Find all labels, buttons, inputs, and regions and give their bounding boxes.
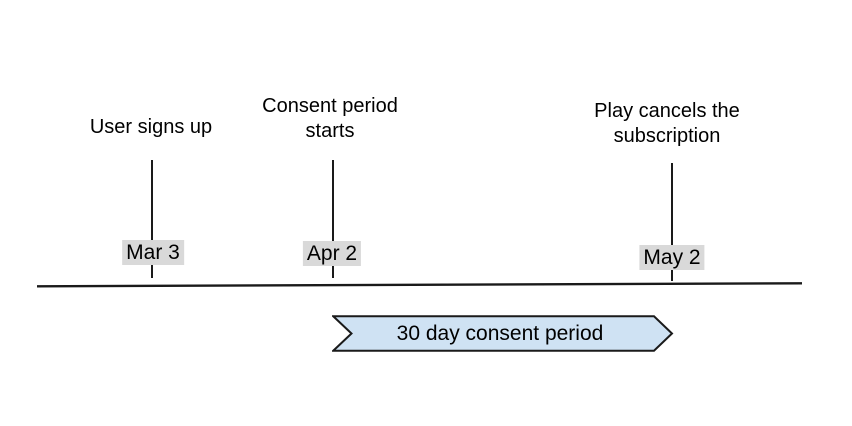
event-tick-line-mar3	[151, 160, 153, 278]
consent-period-banner: 30 day consent period	[332, 315, 674, 352]
event-label-consent-period-starts: Consent period starts	[262, 95, 398, 142]
banner-label: 30 day consent period	[396, 321, 604, 345]
date-badge-may2: May 2	[639, 245, 705, 270]
date-badge-mar3: Mar 3	[122, 240, 184, 265]
event-tick-line-apr2	[332, 160, 334, 278]
date-badge-apr2: Apr 2	[302, 241, 362, 266]
event-label-user-signs-up: User signs up	[89, 116, 213, 138]
event-label-play-cancels-subscription: Play cancels the subscription	[594, 100, 740, 147]
event-tick-line-may2	[671, 163, 673, 281]
banner-chevron-shape	[332, 315, 674, 352]
